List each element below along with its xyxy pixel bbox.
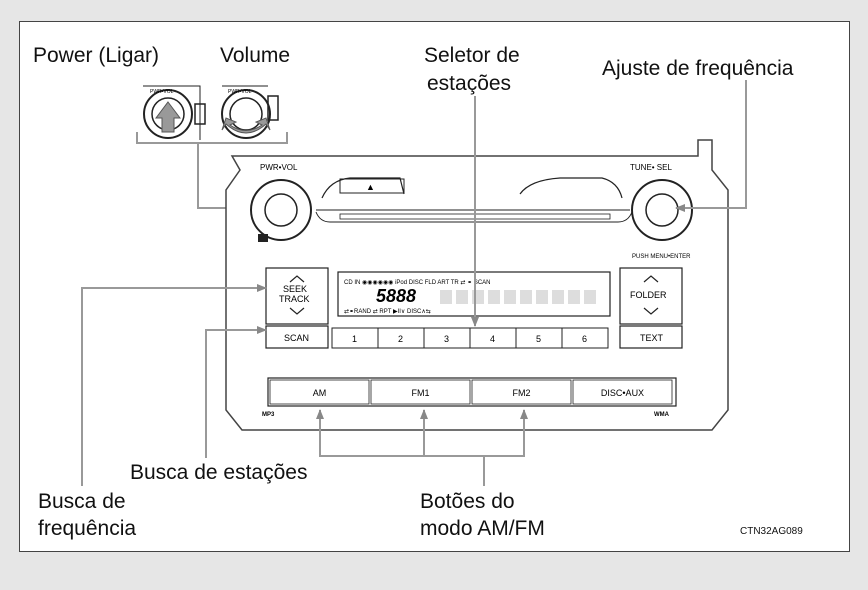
display-digits: 5888: [376, 286, 416, 306]
preset-label-4: 4: [490, 334, 495, 344]
label-volume: Volume: [220, 44, 291, 67]
eject-icon: ▲: [366, 182, 375, 192]
push-arrow-icon: [155, 101, 181, 133]
eject-button[interactable]: [339, 178, 405, 194]
text-label: TEXT: [640, 333, 664, 343]
folder-down-icon: [643, 307, 659, 315]
label-freq-search-2: frequência: [38, 517, 137, 540]
seek-up-icon: [289, 275, 305, 283]
label-station-search: Busca de estações: [130, 461, 308, 484]
inset-volume-knob: PWR•VOL: [221, 85, 279, 139]
label-station-selector-1: Seletor de: [424, 44, 520, 67]
folder-up-icon: [643, 275, 659, 283]
cd-logo-icon: [258, 234, 268, 242]
display-indicators: CD IN ◉◉◉◉◉◉ iPod DISC FLD ART TR ⇄ ⚭ SC…: [344, 279, 491, 286]
label-am-fm-buttons-2: modo AM/FM: [420, 517, 545, 540]
preset-label-2: 2: [398, 334, 403, 344]
mp3-logo: MP3: [262, 412, 275, 418]
preset-label-5: 5: [536, 334, 541, 344]
inset-volume-label: PWR•VOL: [228, 89, 252, 95]
scan-label: SCAN: [284, 333, 309, 343]
text-button[interactable]: [619, 325, 683, 349]
track-label: TRACK: [279, 294, 310, 304]
display-dot-matrix: [440, 290, 596, 304]
mode-buttons: AM FM1 FM2 DISC•AUX: [269, 379, 673, 405]
figure-code: CTN32AG089: [740, 526, 803, 537]
preset-label-6: 6: [582, 334, 587, 344]
tune-sel-label: TUNE• SEL: [630, 163, 672, 172]
preset-label-3: 3: [444, 334, 449, 344]
mode-button-fm2[interactable]: [471, 379, 572, 405]
rotate-arrow-icon: [221, 117, 271, 134]
mode-button-discaux[interactable]: [572, 379, 673, 405]
mode-label-discaux: DISC•AUX: [601, 388, 644, 398]
wma-logo: WMA: [654, 412, 670, 418]
seek-down-icon: [289, 307, 305, 315]
label-station-selector-2: estações: [427, 72, 512, 95]
scan-button[interactable]: [265, 325, 329, 349]
mode-label-fm2: FM2: [513, 388, 531, 398]
mode-button-fm1[interactable]: [370, 379, 471, 405]
label-am-fm-buttons-1: Botões do: [420, 490, 515, 513]
label-freq-adjust: Ajuste de frequência: [602, 57, 794, 80]
folder-label: FOLDER: [630, 290, 667, 300]
inset-power-knob: PWR•VOL: [143, 85, 206, 140]
pwr-vol-label: PWR•VOL: [260, 163, 298, 172]
preset-buttons: 1 2 3 4 5 6: [331, 327, 609, 349]
mode-label-fm1: FM1: [412, 388, 430, 398]
label-power: Power (Ligar): [33, 44, 160, 67]
mode-label-am: AM: [313, 388, 327, 398]
preset-label-1: 1: [352, 334, 357, 344]
display-bottom-indicators: ⇄⚭RAND ⇄ RPT ▶II∨ DISC∧⇆: [344, 308, 431, 315]
mode-button-am[interactable]: [269, 379, 370, 405]
seek-label: SEEK: [283, 284, 307, 294]
preset-button-6[interactable]: [561, 327, 609, 349]
inset-power-label: PWR•VOL: [150, 89, 174, 95]
push-menu-enter-label: PUSH MENU•ENTER: [632, 254, 691, 260]
label-freq-search-1: Busca de: [38, 490, 126, 513]
